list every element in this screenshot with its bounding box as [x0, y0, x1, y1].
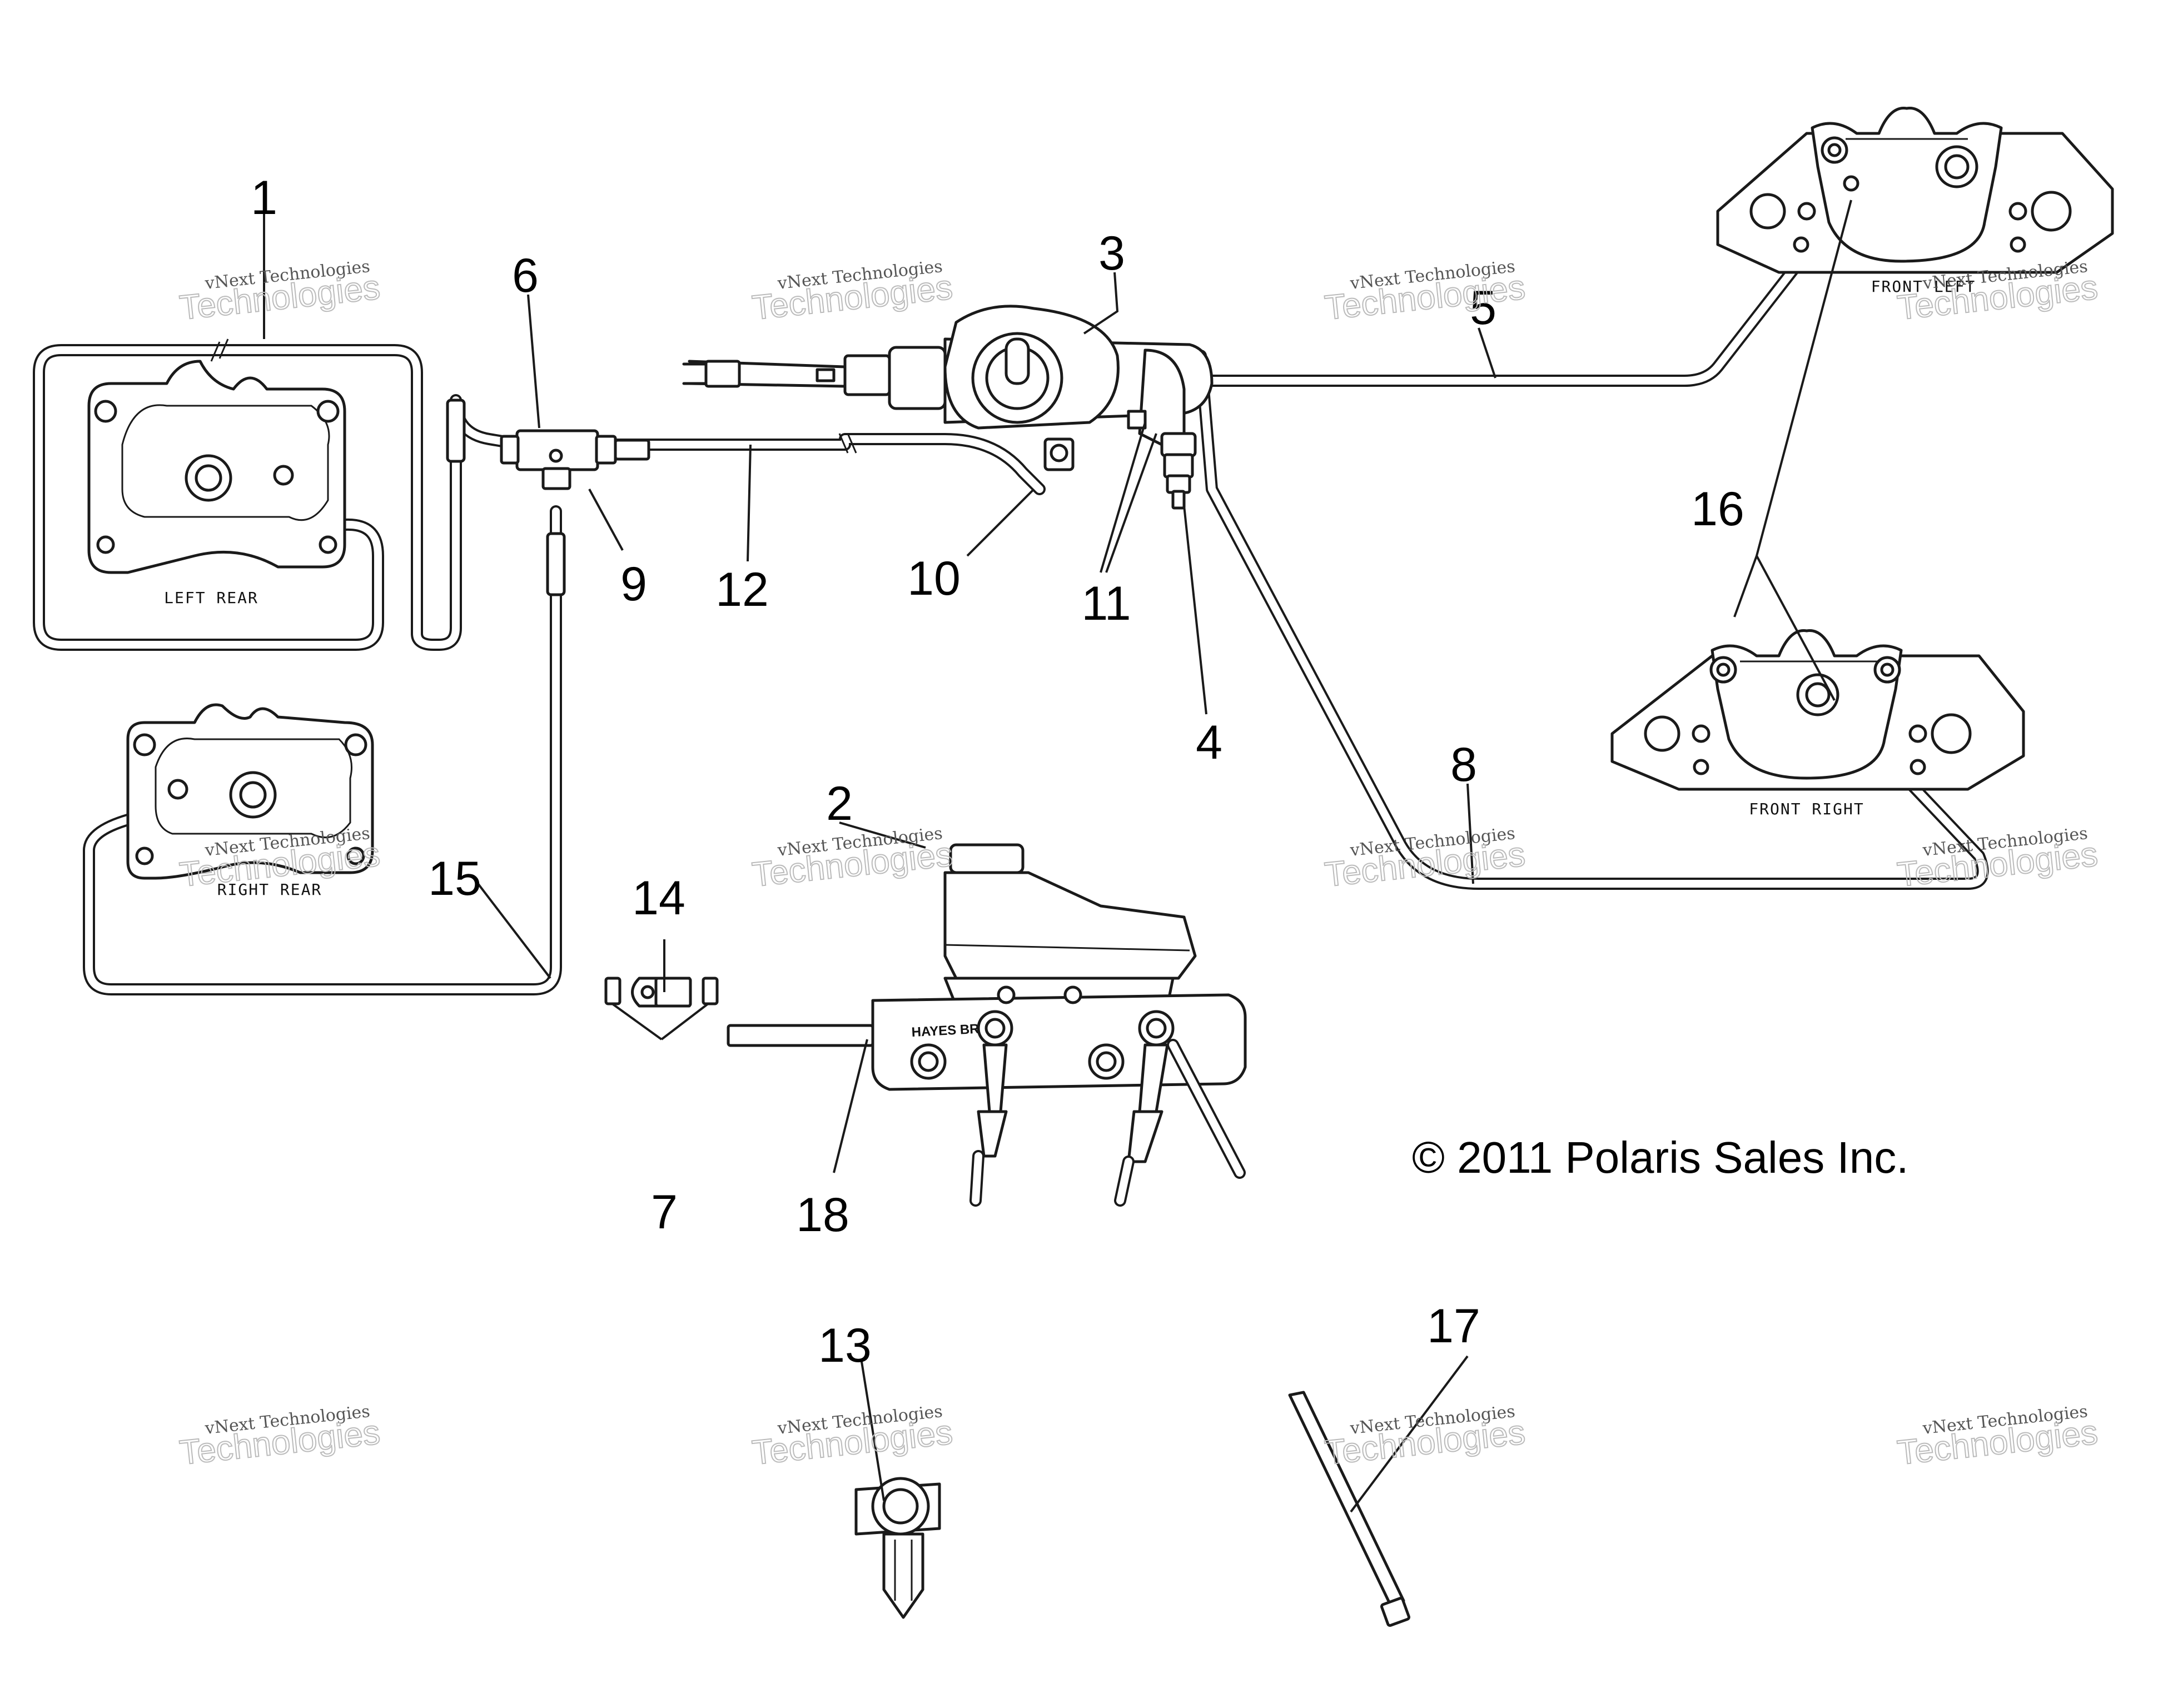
- callout-8: 8: [1450, 738, 1477, 791]
- caliper-right-rear: RIGHT REAR: [126, 703, 374, 899]
- caliper-left-rear: LEFT REAR: [87, 360, 346, 607]
- callout-15: 15: [428, 852, 481, 905]
- brake-line-5: [1206, 194, 1852, 387]
- callout-9: 9: [620, 557, 647, 611]
- clip-part-13: [854, 1477, 941, 1619]
- cable-tie-part-17: [1288, 1391, 1411, 1627]
- caliper-label-front-right: FRONT RIGHT: [1749, 800, 1864, 818]
- callout-17: 17: [1427, 1299, 1480, 1353]
- callout-13: 13: [818, 1319, 872, 1372]
- callout-10: 10: [907, 552, 961, 605]
- callout-1: 1: [251, 171, 277, 225]
- callout-11: 11: [1081, 577, 1131, 630]
- watermark: vNext Technologies Technologies: [177, 1402, 382, 1473]
- caliper-label-left-rear: LEFT REAR: [164, 589, 258, 607]
- callout-18: 18: [796, 1188, 849, 1242]
- watermark: vNext Technologies Technologies: [1895, 824, 2100, 895]
- watermark: vNext Technologies Technologies: [750, 257, 955, 328]
- callout-5: 5: [1470, 281, 1496, 335]
- callout-7: 7: [651, 1186, 678, 1239]
- brake-line-left-rear: [33, 344, 529, 651]
- watermark: vNext Technologies Technologies: [750, 824, 955, 895]
- clevis-part-14: [604, 977, 719, 1008]
- watermark: vNext Technologies Technologies: [1895, 1402, 2100, 1473]
- master-cylinder: HAYES BRAKE: [727, 843, 1247, 1207]
- watermark: vNext Technologies Technologies: [177, 257, 382, 328]
- callout-14: 14: [632, 872, 685, 925]
- tee-fitting: [446, 399, 650, 596]
- caliper-front-left: FRONT LEFT: [1716, 107, 2114, 296]
- callout-numbers: 1 2 3 4 5 6 7 8 9 10 11 12 13 14 15 16 1…: [251, 171, 1744, 1372]
- callout-2: 2: [826, 777, 853, 830]
- line-break-mark: [838, 433, 857, 454]
- callout-4: 4: [1196, 716, 1222, 769]
- cylinder-assembly-3: [682, 305, 1214, 510]
- leader-lines: [263, 200, 1852, 1513]
- watermark: vNext Technologies Technologies: [1322, 1402, 1528, 1473]
- copyright-notice: © 2011 Polaris Sales Inc.: [1412, 1133, 1908, 1182]
- watermark: vNext Technologies Technologies: [177, 824, 382, 895]
- callout-6: 6: [512, 249, 539, 302]
- callout-12: 12: [715, 563, 769, 616]
- caliper-label-front-left: FRONT LEFT: [1871, 277, 1976, 296]
- caliper-label-right-rear: RIGHT REAR: [217, 880, 322, 899]
- line-break-mark: [210, 338, 229, 362]
- callout-16: 16: [1691, 482, 1744, 536]
- caliper-front-right: FRONT RIGHT: [1610, 629, 2025, 818]
- watermark: vNext Technologies Technologies: [750, 1402, 955, 1473]
- brake-line-12: [589, 433, 1046, 495]
- brake-line-8: [1195, 350, 1989, 890]
- callout-3: 3: [1098, 227, 1125, 280]
